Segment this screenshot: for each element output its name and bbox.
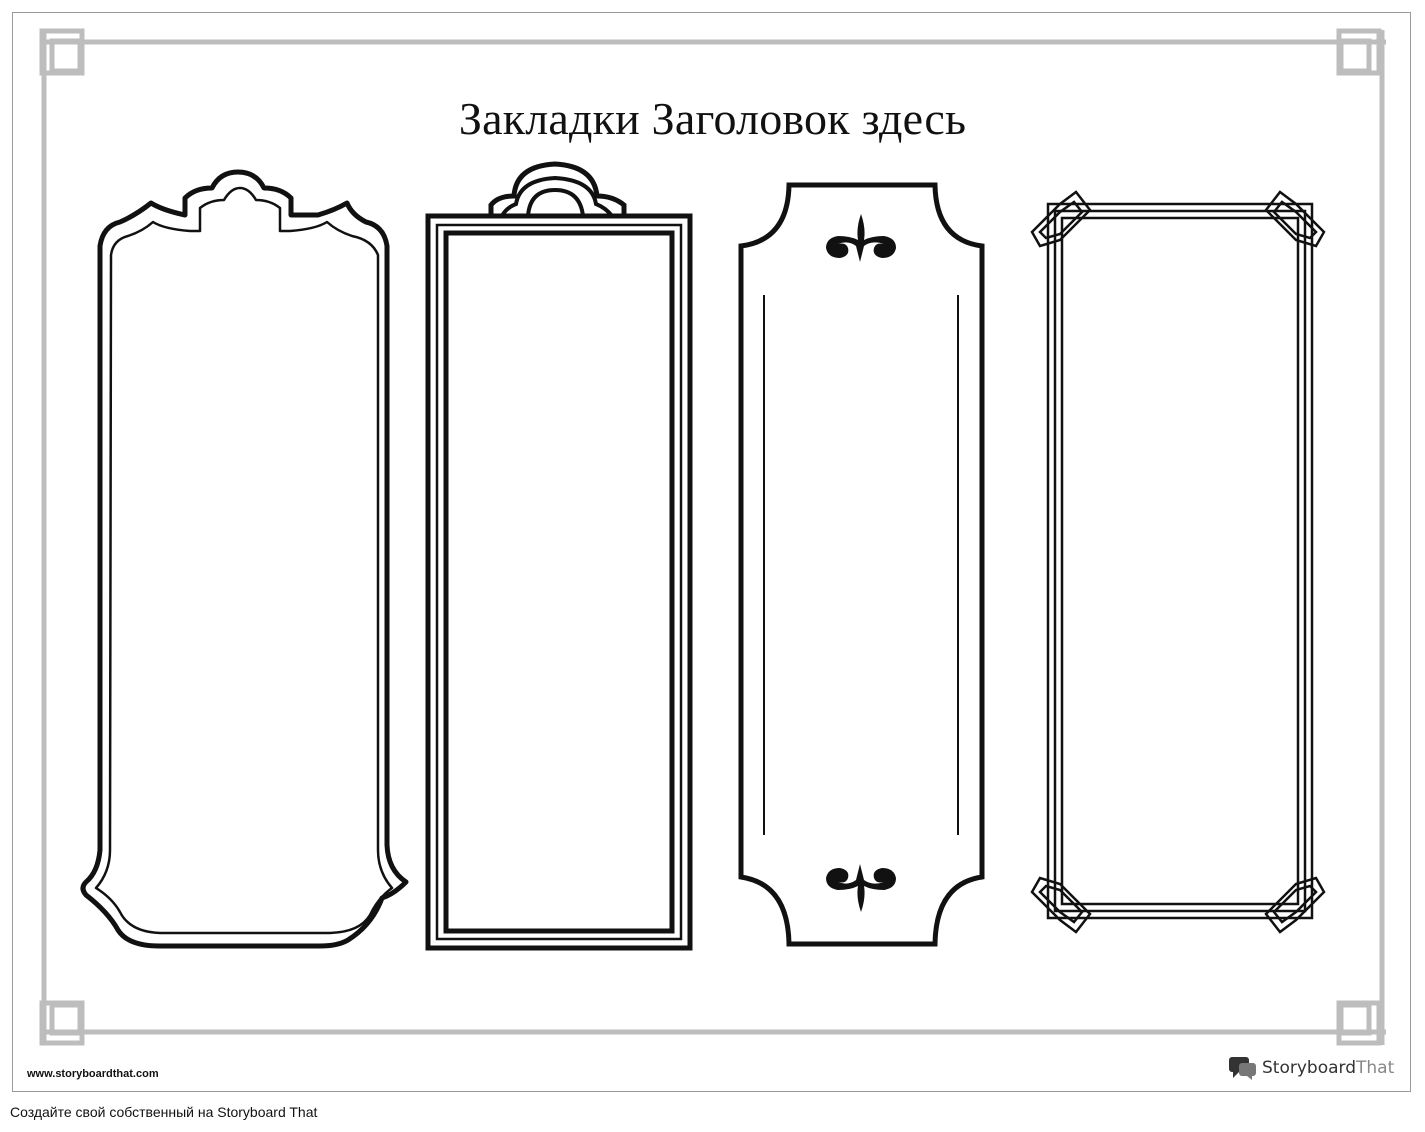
website-url: www.storyboardthat.com xyxy=(27,1068,159,1080)
brand-name-suffix: That xyxy=(1356,1058,1395,1078)
bookmark-frame-3 xyxy=(738,182,985,947)
brand-name-main: Storyboard xyxy=(1262,1058,1356,1078)
bookmark-frame-2 xyxy=(425,161,693,951)
fleur-de-lis-ornament-bottom xyxy=(826,864,896,912)
bookmark-frame-4 xyxy=(1030,190,1326,934)
footer-caption[interactable]: Создайте свой собственный на Storyboard … xyxy=(10,1104,318,1120)
bookmark-frame-1 xyxy=(80,169,409,949)
fleur-de-lis-ornament-top xyxy=(826,214,896,262)
storyboard-that-chat-icon xyxy=(1229,1057,1256,1080)
worksheet-title[interactable]: Закладки Заголовок здесь xyxy=(458,93,967,144)
